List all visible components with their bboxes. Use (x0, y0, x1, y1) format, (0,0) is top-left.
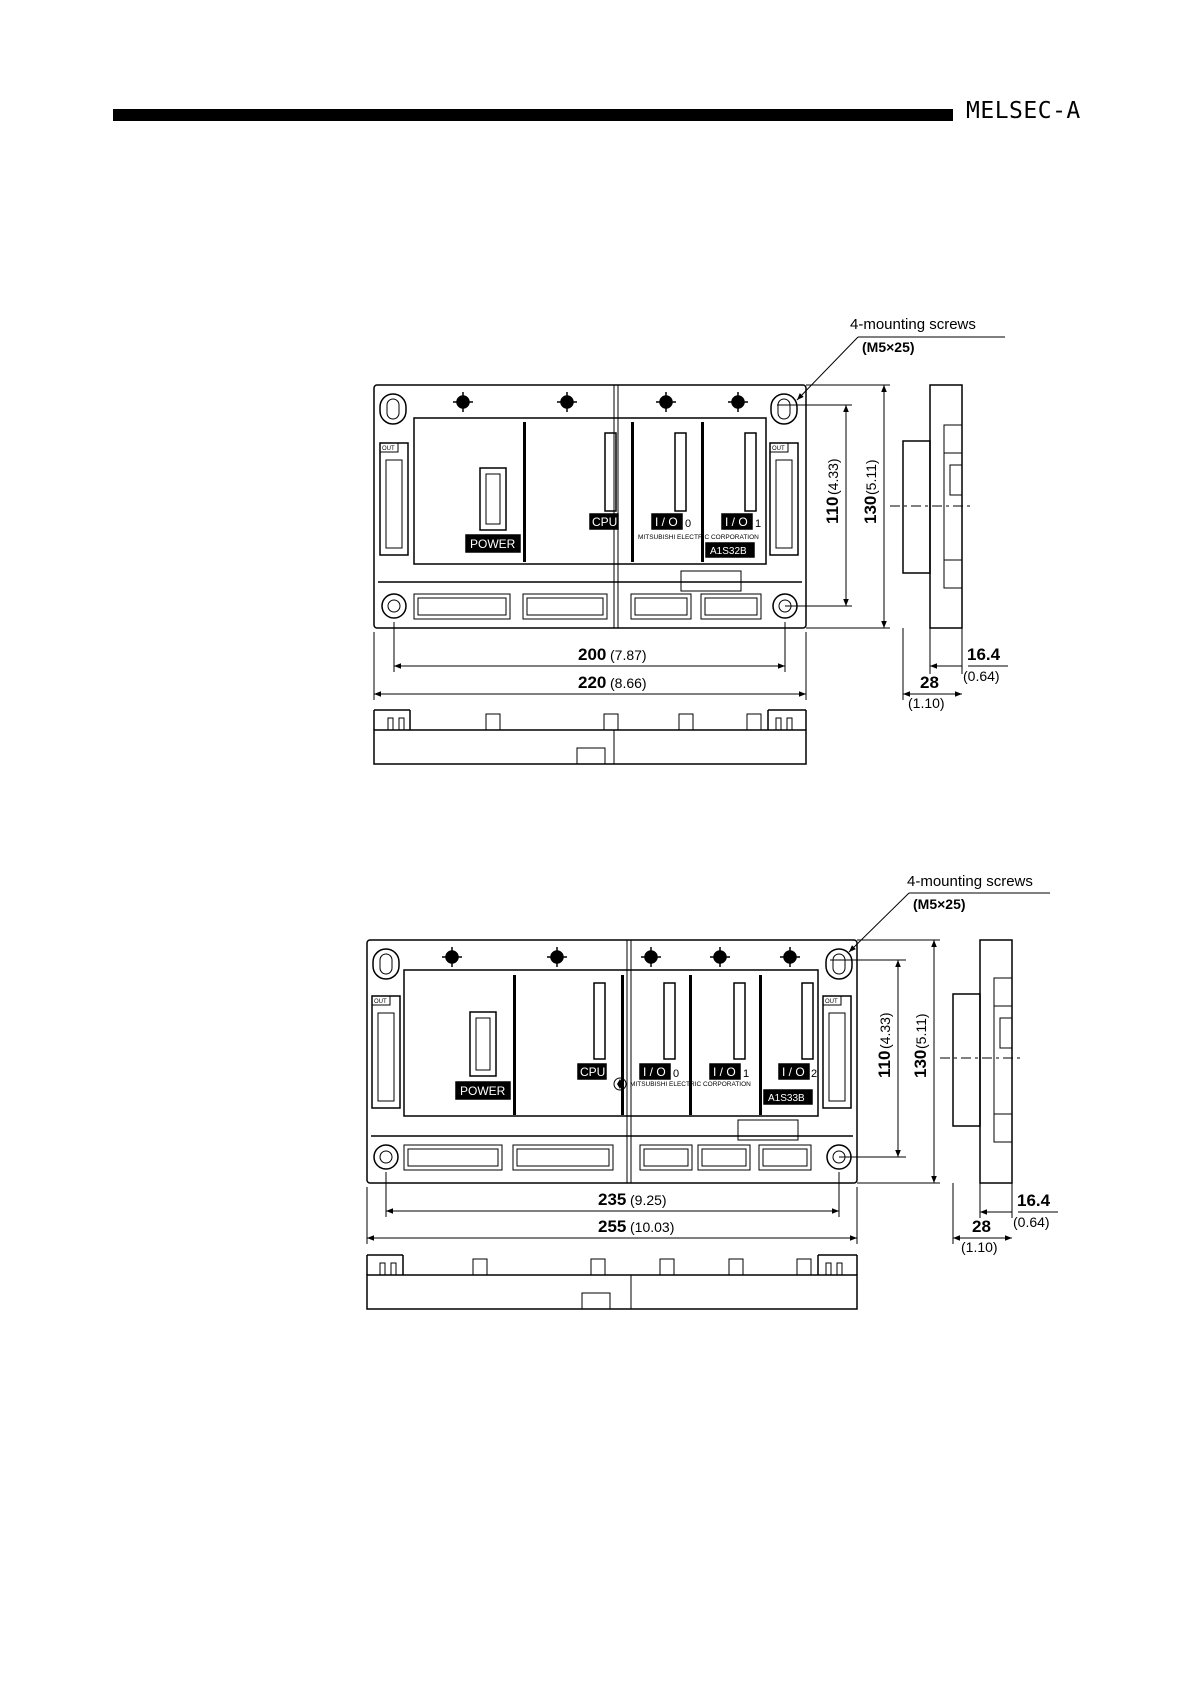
inner-height-inch: (4.33) (877, 1012, 893, 1049)
io-slot-badge (709, 1063, 741, 1080)
outer-width-inch: (8.66) (610, 675, 647, 691)
cpu-slot-label: CPU (592, 515, 617, 529)
inner-width-inch: (9.25) (630, 1192, 667, 1208)
io-slot-label: I / O (655, 515, 678, 529)
mounting-screws-label: 4-mounting screws (850, 316, 976, 333)
outer-height-inch: (5.11) (913, 1013, 929, 1049)
out-connector-label: OUT (382, 446, 395, 452)
io-slot-number: 1 (743, 1068, 749, 1080)
inner-height-value: 110 (823, 497, 842, 524)
power-slot-label: POWER (460, 1084, 506, 1098)
screw-icon (641, 947, 661, 967)
out-connector-label: OUT (374, 999, 387, 1005)
screw-icon (780, 947, 800, 967)
outer-width-value: 255 (598, 1217, 626, 1236)
model-badge (705, 542, 755, 558)
protrusion-value: 16.4 (1017, 1191, 1051, 1210)
depth-value: 28 (920, 673, 939, 692)
mounting-screws-spec: (M5×25) (862, 339, 915, 355)
io-slot-number: 1 (755, 518, 761, 530)
io-slot-number: 0 (673, 1068, 679, 1080)
io-slot-badge (639, 1063, 671, 1080)
outer-width-value: 220 (578, 673, 606, 692)
protrusion-inch: (0.64) (1013, 1214, 1050, 1230)
bottom-view-outline (373, 729, 807, 765)
depth-inch: (1.10) (961, 1239, 998, 1255)
io-slot-badge (778, 1063, 810, 1080)
mounting-hole (381, 593, 407, 619)
power-slot-badge (465, 534, 521, 553)
screw-icon (547, 947, 567, 967)
depth-inch: (1.10) (908, 695, 945, 711)
mounting-hole (825, 948, 853, 980)
base-unit-a1s32b-drawing: 4-mounting screws (M5×25) OUT OUT POWER … (373, 316, 1008, 765)
outer-height-value: 130 (861, 496, 880, 524)
io-slot-label: I / O (782, 1065, 805, 1079)
io-slot-label: I / O (713, 1065, 736, 1079)
cpu-slot-badge (589, 513, 619, 530)
outer-width-inch: (10.03) (630, 1219, 674, 1235)
inner-width-value: 235 (598, 1190, 626, 1209)
mounting-hole (372, 948, 400, 980)
inner-height-inch: (4.33) (825, 458, 841, 495)
side-view-outline (979, 939, 1013, 1184)
io-slot-number: 0 (685, 518, 691, 530)
model-label: A1S33B (768, 1093, 805, 1104)
page-header-title: MELSEC-A (966, 98, 1081, 124)
mounting-screws-label: 4-mounting screws (907, 873, 1033, 890)
screw-icon (728, 392, 748, 412)
protrusion-value: 16.4 (967, 645, 1001, 664)
manufacturer-label: MITSUBISHI ELECTRIC CORPORATION (638, 534, 759, 541)
out-connector-label: OUT (772, 446, 785, 452)
screw-icon (442, 947, 462, 967)
screw-icon (656, 392, 676, 412)
io-slot-label: I / O (643, 1065, 666, 1079)
out-connector-label: OUT (825, 999, 838, 1005)
power-slot-badge (455, 1081, 511, 1100)
inner-width-value: 200 (578, 645, 606, 664)
model-label: A1S32B (710, 546, 747, 557)
cpu-slot-label: CPU (580, 1065, 605, 1079)
front-view-outline (366, 939, 858, 1184)
depth-value: 28 (972, 1217, 991, 1236)
screw-icon (710, 947, 730, 967)
cpu-slot-badge (577, 1063, 607, 1080)
header-rule (113, 109, 953, 121)
screw-icon (453, 392, 473, 412)
front-view-outline (373, 384, 807, 629)
mounting-hole (373, 1144, 399, 1170)
bottom-view-outline (366, 1274, 858, 1310)
mounting-hole (379, 393, 407, 425)
io-slot-number: 2 (811, 1068, 817, 1080)
screw-icon (557, 392, 577, 412)
mounting-hole (770, 393, 798, 425)
base-unit-a1s33b-drawing: 4-mounting screws (M5×25) OUT OUT POWER … (366, 873, 1058, 1310)
outer-height-inch: (5.11) (863, 459, 879, 495)
inner-width-inch: (7.87) (610, 647, 647, 663)
power-slot-label: POWER (470, 537, 516, 551)
io-slot-badge (721, 513, 753, 530)
inner-height-value: 110 (875, 1051, 894, 1078)
protrusion-inch: (0.64) (963, 668, 1000, 684)
mounting-screws-spec: (M5×25) (913, 896, 966, 912)
outer-height-value: 130 (911, 1050, 930, 1078)
mitsubishi-logo-icon (613, 1077, 627, 1091)
model-badge (763, 1089, 813, 1105)
manufacturer-label: MITSUBISHI ELECTRIC CORPORATION (630, 1081, 751, 1088)
io-slot-badge (651, 513, 683, 530)
io-slot-label: I / O (725, 515, 748, 529)
